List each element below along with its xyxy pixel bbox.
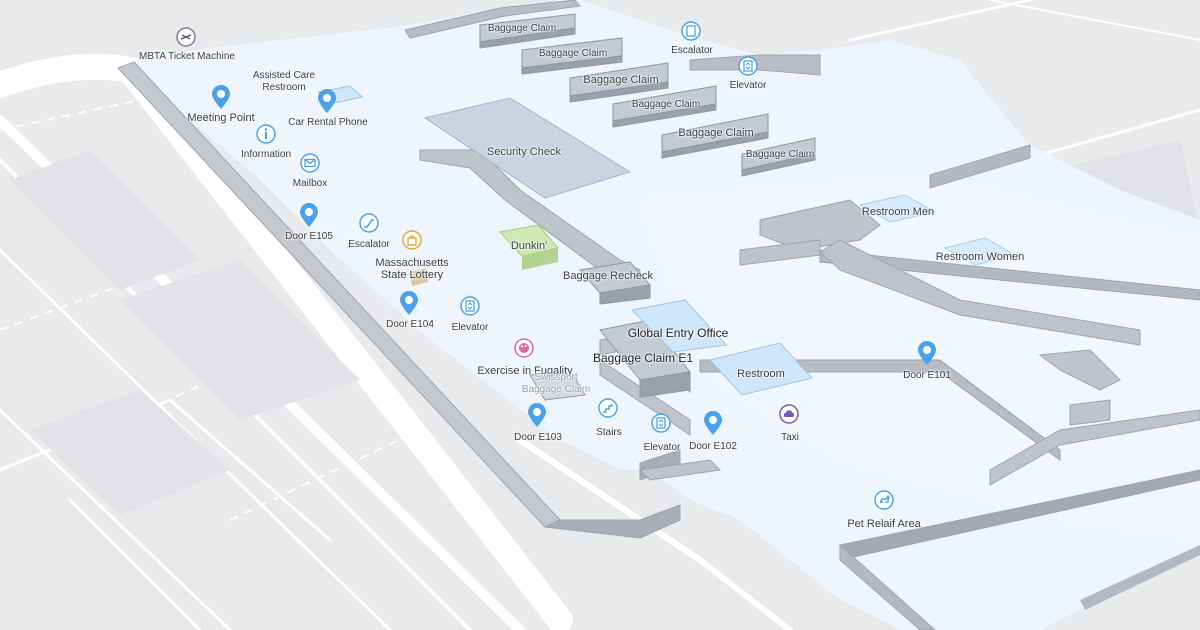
elevator-icon-low[interactable]: [650, 412, 672, 434]
road-line-8: [848, 0, 1032, 42]
door-e102-pin-icon[interactable]: [702, 410, 724, 436]
escalator-icon-left[interactable]: [358, 212, 380, 234]
global-entry-area: [630, 299, 728, 353]
lottery-kiosk: [410, 268, 428, 286]
restroom-men-area: [858, 194, 937, 223]
label-door-e104[interactable]: Door E104: [386, 319, 434, 330]
road-line-10: [989, 0, 1200, 41]
label-stairs[interactable]: Stairs: [596, 427, 622, 438]
parking-block-1: [10, 150, 200, 290]
label-baggage-claim-6[interactable]: Baggage Claim: [745, 149, 815, 160]
door-e104-pin-icon[interactable]: [398, 290, 420, 316]
top-wall: [404, 0, 581, 39]
label-mbta[interactable]: MBTA Ticket Machine: [139, 51, 235, 62]
dog-icon[interactable]: [873, 489, 895, 511]
shopping-bag-icon[interactable]: [401, 229, 423, 251]
lane-dashes: [0, 99, 421, 521]
mail-icon[interactable]: [299, 152, 321, 174]
door-e105-pin-icon[interactable]: [298, 202, 320, 228]
label-escalator-left[interactable]: Escalator: [348, 239, 390, 250]
label-escalator-top[interactable]: Escalator: [671, 45, 713, 56]
lane-dash-4: [229, 429, 421, 521]
label-exercise[interactable]: Exercise in Fugality: [477, 365, 573, 377]
lane-dash-1: [0, 99, 141, 131]
meeting-point-pin-icon[interactable]: [210, 84, 232, 110]
label-door-e101[interactable]: Door E101: [903, 370, 951, 381]
label-lottery[interactable]: Massachusetts State Lottery: [375, 257, 449, 281]
road-line-3: [0, 408, 232, 630]
label-car-rental[interactable]: Car Rental Phone: [288, 117, 368, 128]
swissport-belt: [529, 369, 586, 401]
art-palette-icon[interactable]: [513, 337, 535, 359]
label-mailbox[interactable]: Mailbox: [292, 178, 328, 189]
parking-block-3: [30, 390, 230, 515]
label-restroom-men[interactable]: Restroom Men: [861, 206, 935, 218]
outer-walls: [117, 61, 1200, 630]
escalator-icon-top[interactable]: [680, 20, 702, 42]
label-baggage-claim-5[interactable]: Baggage Claim: [678, 127, 754, 139]
label-pet-relief[interactable]: Pet Relaif Area: [847, 518, 921, 530]
label-restroom-women[interactable]: Restroom Women: [935, 251, 1025, 263]
label-baggage-claim-3[interactable]: Baggage Claim: [583, 74, 659, 86]
baggage-carousels: [479, 13, 816, 401]
road-line-6: [517, 437, 793, 630]
bus-ticket-icon[interactable]: [175, 26, 197, 48]
elevator-icon-mid[interactable]: [459, 295, 481, 317]
stairs-icon[interactable]: [597, 397, 619, 419]
label-assisted-care[interactable]: Assisted Care Restroom: [252, 70, 316, 93]
label-baggage-claim-2[interactable]: Baggage Claim: [538, 48, 608, 59]
label-swissport[interactable]: Swissport Baggage Claim: [521, 372, 591, 395]
label-baggage-claim-1[interactable]: Baggage Claim: [487, 23, 557, 34]
taxi-icon[interactable]: [778, 403, 800, 425]
label-elevator-low[interactable]: Elevator: [643, 442, 681, 453]
lane-dash-2: [0, 259, 191, 331]
car-rental-pin-icon[interactable]: [316, 88, 338, 114]
label-global-entry[interactable]: Global Entry Office: [627, 326, 729, 340]
info-icon[interactable]: [255, 123, 277, 145]
label-door-e103[interactable]: Door E103: [514, 432, 562, 443]
label-baggage-recheck[interactable]: Baggage Recheck: [563, 270, 653, 282]
door-e101-pin-icon[interactable]: [916, 340, 938, 366]
restroom-area: [709, 342, 813, 396]
label-baggage-claim-e1[interactable]: Baggage Claim E1: [592, 351, 694, 365]
parking-block-2: [120, 260, 360, 420]
label-elevator-mid[interactable]: Elevator: [451, 322, 489, 333]
label-elevator-top[interactable]: Elevator: [729, 80, 767, 91]
road-line-5: [68, 498, 202, 630]
label-restroom[interactable]: Restroom: [737, 368, 785, 380]
label-door-e102[interactable]: Door E102: [689, 441, 737, 452]
terminal-right-lobby: [640, 175, 1200, 540]
label-information[interactable]: Information: [240, 149, 292, 160]
label-security-check[interactable]: Security Check: [487, 146, 561, 158]
label-taxi[interactable]: Taxi: [781, 432, 799, 443]
elevator-icon-top[interactable]: [737, 55, 759, 77]
label-baggage-claim-4[interactable]: Baggage Claim: [631, 99, 701, 110]
restroom-women-area: [943, 237, 1017, 266]
label-door-e105[interactable]: Door E105: [285, 231, 333, 242]
security-check-area: [423, 97, 632, 199]
door-e103-pin-icon[interactable]: [526, 402, 548, 428]
bottom-right-lip: [1080, 545, 1200, 610]
dunkin-side: [522, 248, 558, 270]
label-dunkin[interactable]: Dunkin': [510, 240, 548, 252]
label-meeting-point[interactable]: Meeting Point: [187, 112, 255, 124]
